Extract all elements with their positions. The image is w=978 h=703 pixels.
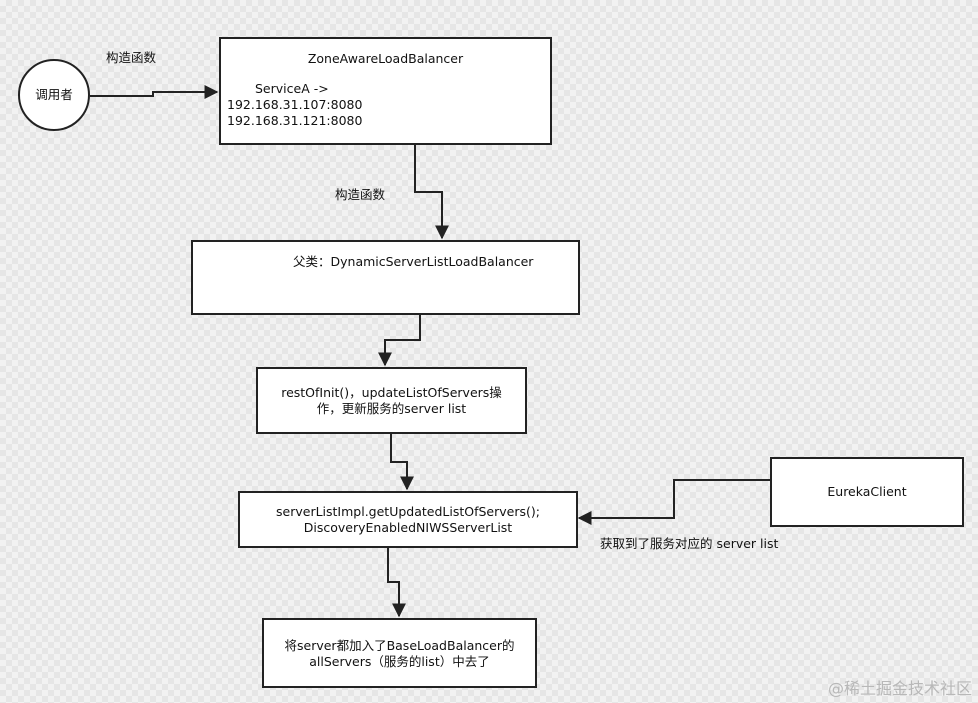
edge-label-eureka-line-2: server list [716, 536, 779, 551]
edge-dynamic-to-rest [378, 315, 421, 367]
edge-label-zone-to-dynamic: 构造函数 [335, 187, 386, 202]
zone-title: ZoneAwareLoadBalancer [307, 51, 464, 66]
watermark-text: @稀土掘金技术社区 [827, 679, 972, 698]
base-line-1: 将server都加入了BaseLoadBalancer的 [284, 638, 515, 653]
dynamic-server-list-node: 父类：DynamicServerListLoadBalancer [191, 240, 580, 315]
rest-of-init-node: restOfInit()，updateListOfServers操 作，更新服务… [256, 367, 527, 434]
zone-ip-1: 192.168.31.107:8080 [227, 97, 363, 112]
rest-line-1: restOfInit()，updateListOfServers操 [281, 385, 502, 400]
impl-line-1: serverListImpl.getUpdatedListOfServers()… [276, 504, 540, 519]
zone-ip-2: 192.168.31.121:8080 [227, 113, 363, 128]
edge-zone-to-dynamic [414, 145, 449, 240]
caller-label: 调用者 [35, 87, 73, 102]
rest-line-2: 作，更新服务的server list [316, 401, 467, 416]
edge-label-eureka-line-1: 获取到了服务对应的 [600, 536, 713, 551]
edge-impl-to-base [387, 547, 406, 618]
base-line-2: allServers（服务的list）中去了 [309, 654, 490, 669]
edge-rest-to-impl [390, 434, 414, 491]
zone-aware-load-balancer-node: ZoneAwareLoadBalancer ServiceA -> 192.16… [219, 37, 552, 145]
edge-eureka-to-impl [577, 479, 770, 525]
edge-label-caller-to-zone: 构造函数 [106, 50, 157, 65]
caller-node: 调用者 [18, 59, 90, 131]
impl-line-2: DiscoveryEnabledNIWSServerList [303, 520, 513, 535]
dynamic-label: 父类：DynamicServerListLoadBalancer [293, 254, 534, 269]
edge-label-eureka-to-impl: 获取到了服务对应的 server list [600, 536, 778, 552]
eureka-client-node: EurekaClient [770, 457, 964, 527]
eureka-label: EurekaClient [827, 484, 907, 499]
zone-service: ServiceA -> [255, 81, 329, 96]
base-load-balancer-node: 将server都加入了BaseLoadBalancer的 allServers（… [262, 618, 537, 688]
server-list-impl-node: serverListImpl.getUpdatedListOfServers()… [238, 491, 578, 548]
edge-caller-to-zone [90, 85, 219, 99]
